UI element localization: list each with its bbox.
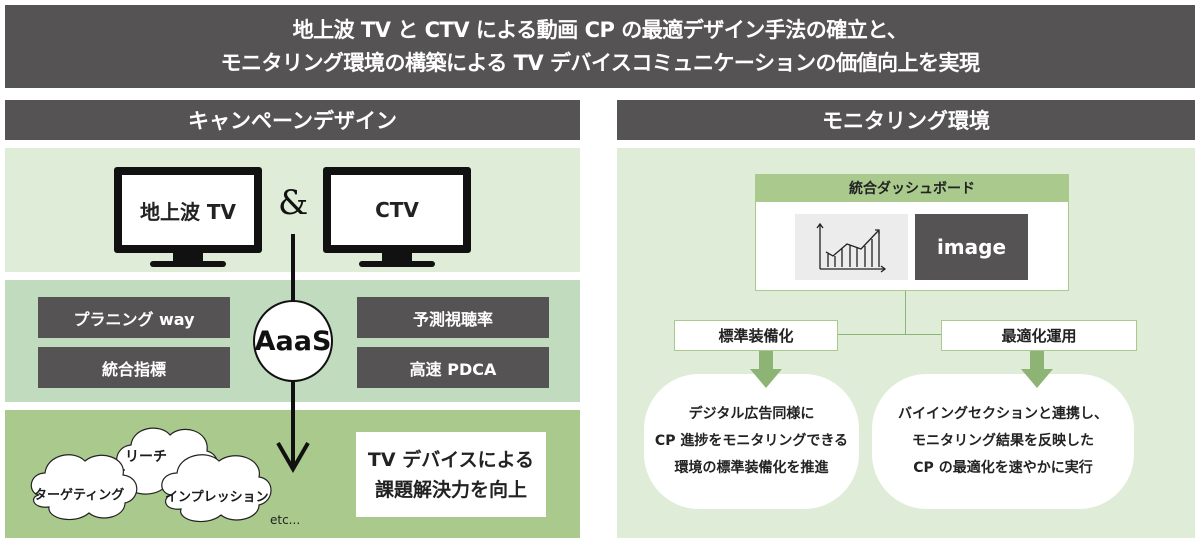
ampersand-symbol: & (278, 183, 309, 223)
feature-fast-pdca: 高速 PDCA (357, 347, 549, 388)
monitoring-header: モニタリング環境 (617, 100, 1195, 140)
tv-screen-ctv: CTV (323, 167, 471, 253)
description-line: バイイングセクションと連携し、 (898, 406, 1108, 422)
standardization-description: デジタル広告同様に CP 進捗をモニタリングできる 環境の標準装備化を推進 (644, 374, 859, 509)
branch-label: 最適化運用 (1001, 327, 1077, 345)
cloud-targeting-label: ターゲティング (34, 488, 125, 503)
branch-optimization: 最適化運用 (941, 320, 1137, 351)
tv-terrestrial-label: 地上波 TV (139, 199, 237, 224)
tv-screen-terrestrial: 地上波 TV (114, 167, 262, 253)
feature-predicted-rating: 予測視聴率 (357, 297, 549, 338)
result-line-1: TV デバイスによる (367, 448, 535, 471)
branch-label: 標準装備化 (718, 327, 794, 345)
feature-label: 統合指標 (101, 359, 166, 379)
tv-stand-neck (173, 252, 203, 262)
cloud-group (30, 427, 272, 523)
description-line: CP の最適化を速やかに実行 (913, 460, 1093, 476)
description-line: デジタル広告同様に (688, 406, 815, 422)
feature-label: プラニング way (73, 309, 195, 329)
tv-ctv-label: CTV (375, 198, 419, 222)
cloud-impression-label: インプレッション (165, 490, 269, 505)
feature-planning-way: プラニング way (38, 297, 230, 338)
cloud-targeting-icon (30, 454, 138, 521)
image-placeholder: image (915, 214, 1028, 280)
campaign-design-title: キャンペーンデザイン (188, 109, 397, 133)
campaign-design-header: キャンペーンデザイン (5, 100, 580, 140)
result-line-2: 課題解決力を向上 (374, 478, 527, 501)
connector-vertical (905, 291, 906, 335)
headline-banner: 地上波 TV と CTV による動画 CP の最適デザイン手法の確立と、 モニタ… (5, 5, 1195, 88)
aaas-label: AaaS (254, 325, 332, 357)
feature-label: 高速 PDCA (409, 359, 497, 379)
feature-integrated-metrics: 統合指標 (38, 347, 230, 388)
down-arrow-icon (276, 442, 310, 474)
dashboard-header: 統合ダッシュボード (755, 174, 1069, 202)
aaas-hub: AaaS (253, 300, 333, 382)
feature-label: 予測視聴率 (412, 309, 493, 329)
chart-thumbnail (795, 214, 908, 280)
cloud-reach-label: リーチ (125, 449, 167, 465)
tv-stand-base (359, 261, 435, 267)
optimization-description: バイイングセクションと連携し、 モニタリング結果を反映した CP の最適化を速や… (872, 374, 1134, 509)
green-down-arrow-icon (1021, 351, 1053, 388)
image-label: image (936, 235, 1007, 259)
green-down-arrow-icon (750, 351, 782, 388)
line-chart-icon (816, 222, 887, 273)
tv-stand-neck (382, 252, 412, 262)
tv-stand-base (150, 261, 226, 267)
connector-horizontal (838, 334, 942, 335)
description-line: CP 進捗をモニタリングできる (654, 433, 849, 449)
headline-line-1: 地上波 TV と CTV による動画 CP の最適デザイン手法の確立と、 (292, 17, 908, 42)
description-line: 環境の標準装備化を推進 (674, 460, 829, 476)
headline-line-2: モニタリング環境の構築による TV デバイスコミュニケーションの価値向上を実現 (220, 50, 980, 75)
cloud-impression-icon (161, 454, 272, 523)
dashboard-title: 統合ダッシュボード (849, 181, 975, 197)
etc-label: etc... (270, 513, 301, 527)
branch-standardization: 標準装備化 (674, 320, 838, 351)
description-line: モニタリング結果を反映した (912, 433, 1094, 449)
result-box: TV デバイスによる 課題解決力を向上 (356, 432, 546, 517)
monitoring-title: モニタリング環境 (822, 109, 990, 133)
